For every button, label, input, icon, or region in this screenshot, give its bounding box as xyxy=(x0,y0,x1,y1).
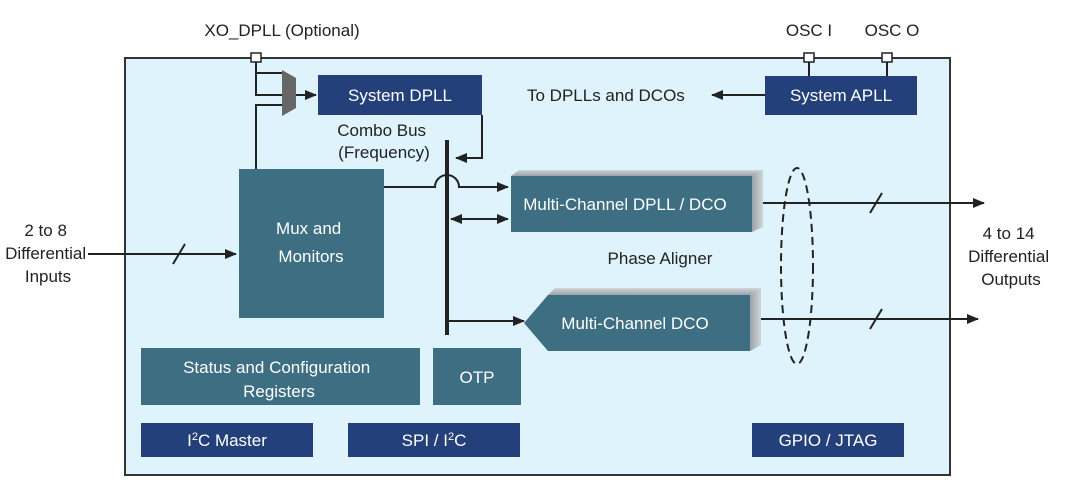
mc-dpll-3d-side xyxy=(752,170,763,232)
osc-o-label: OSC O xyxy=(865,21,920,40)
spi-i2c-block xyxy=(348,423,520,457)
mc-dco-block xyxy=(524,295,750,351)
xo-dpll-label: XO_DPLL (Optional) xyxy=(204,21,359,40)
status-config-label: Status and Configuration Registers xyxy=(183,358,375,401)
system-apll-block xyxy=(765,76,917,115)
outputs-line-2: Differential xyxy=(968,247,1049,266)
mux-monitors-label: Mux and Monitors xyxy=(276,219,346,266)
dco-output-slash xyxy=(869,308,883,330)
mux-monitors-line-2: Monitors xyxy=(278,247,343,266)
connector-lines xyxy=(255,62,888,169)
system-dpll-label: System DPLL xyxy=(348,86,452,105)
combo-bus-line-1: Combo Bus xyxy=(337,121,426,140)
input-mux-icon xyxy=(282,70,296,116)
outputs-line-3: Outputs xyxy=(981,270,1041,289)
osc-i-label: OSC I xyxy=(786,21,832,40)
system-dpll-to-bus-arrow xyxy=(455,115,483,163)
i2c-master-block xyxy=(141,423,313,457)
pin-xo-dpll xyxy=(250,52,262,63)
system-dpll-block xyxy=(318,75,482,115)
mc-dpll-dco-block xyxy=(511,176,752,232)
combo-bus-label: Combo Bus (Frequency) xyxy=(337,121,431,162)
mux-monitors-block xyxy=(239,169,384,318)
input-bus-slash xyxy=(172,243,186,265)
mux-to-dpll-arrow xyxy=(384,174,509,192)
outputs-label: 4 to 14 Differential Outputs xyxy=(968,224,1054,289)
mc-dpll-dco-label: Multi-Channel DPLL / DCO xyxy=(523,195,726,214)
to-dplls-label: To DPLLs and DCOs xyxy=(527,86,685,105)
i2c-master-label: I2C Master xyxy=(187,431,267,450)
mc-dco-label: Multi-Channel DCO xyxy=(561,314,708,333)
mc-dco-3d-top xyxy=(548,288,761,295)
spi-i2c-label: SPI / I2C xyxy=(402,431,467,450)
mc-dpll-3d-top xyxy=(511,170,763,176)
mux-monitors-line-1: Mux and xyxy=(276,219,341,238)
inputs-line-2: Differential xyxy=(5,244,86,263)
phase-aligner-ellipse xyxy=(780,167,814,365)
status-config-line-1: Status and Configuration xyxy=(183,358,370,377)
pin-osc-i xyxy=(803,52,815,63)
system-apll-label: System APLL xyxy=(790,86,892,105)
otp-block xyxy=(433,348,521,405)
phase-aligner-label: Phase Aligner xyxy=(608,249,713,268)
i2c-master-sup: 2 xyxy=(192,431,198,443)
status-config-line-2: Registers xyxy=(243,382,315,401)
i2c-master-suffix: C Master xyxy=(198,431,267,450)
inputs-label: 2 to 8 Differential Inputs xyxy=(5,221,91,286)
pin-osc-o xyxy=(881,52,893,63)
otp-label: OTP xyxy=(460,368,495,387)
mc-dco-3d-side xyxy=(750,288,761,351)
gpio-jtag-block xyxy=(752,423,904,457)
inputs-line-3: Inputs xyxy=(25,267,71,286)
status-config-block xyxy=(141,348,420,405)
inputs-line-1: 2 to 8 xyxy=(24,221,67,240)
spi-i2c-suffix: C xyxy=(454,431,466,450)
gpio-jtag-label: GPIO / JTAG xyxy=(779,431,878,450)
i2c-master-prefix: I xyxy=(187,431,192,450)
combo-bus-line-2: (Frequency) xyxy=(338,143,430,162)
spi-i2c-sup: 2 xyxy=(448,431,454,443)
dpll-output-slash xyxy=(869,192,883,214)
spi-i2c-prefix: SPI / I xyxy=(402,431,448,450)
outputs-line-1: 4 to 14 xyxy=(983,224,1035,243)
